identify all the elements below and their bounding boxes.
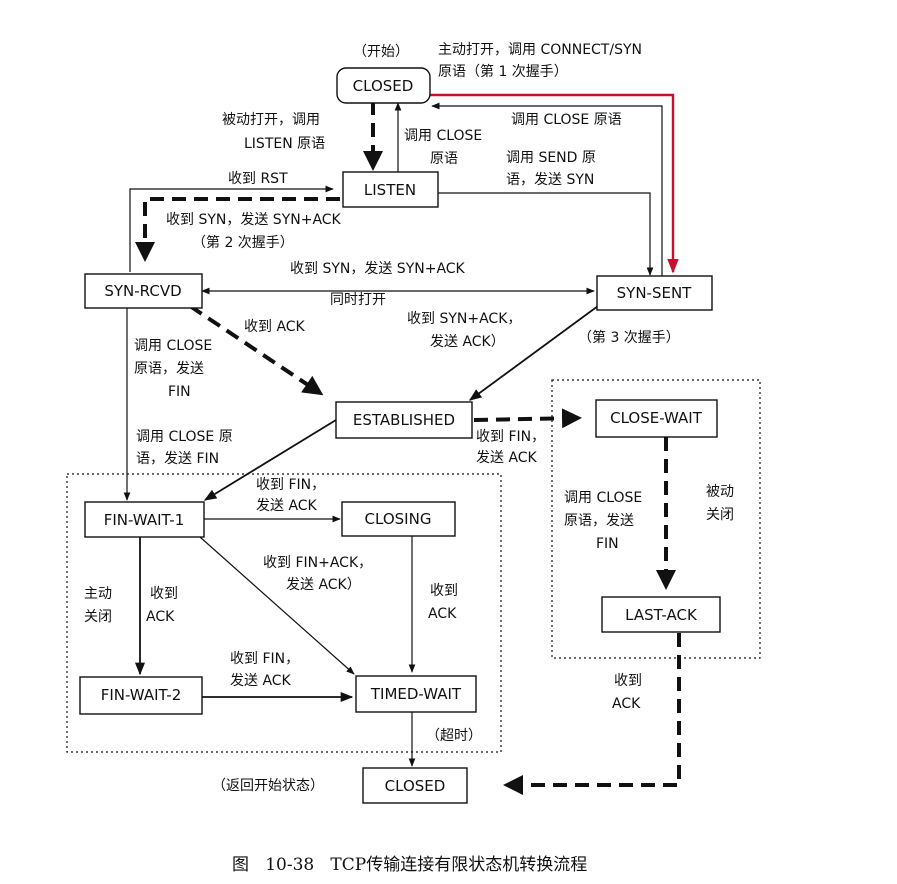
state-close-wait — [595, 399, 718, 438]
label-fw1-ack-1: 收到 — [150, 586, 178, 602]
label-synack-2: 发送 ACK） — [430, 334, 505, 350]
state-established-label: ESTABLISHED — [353, 411, 455, 429]
state-timed-wait-label: TIMED-WAIT — [370, 685, 462, 703]
edge-listen-send — [438, 192, 654, 276]
state-listen-label: LISTEN — [364, 181, 416, 199]
edge-active-open — [430, 93, 679, 274]
label-est-close-2: 语，发送 FIN — [136, 451, 219, 467]
edge-rcvd-established — [188, 304, 324, 396]
label-fw2-fin-2: 发送 ACK — [230, 673, 292, 689]
state-established — [335, 401, 473, 439]
label-est-fin-2: 发送 ACK — [476, 450, 538, 466]
edge-established-finwait1 — [203, 419, 337, 501]
label-timeout: （超时） — [426, 728, 482, 744]
state-syn-rcvd — [84, 273, 203, 309]
label-rst: 收到 RST — [228, 171, 288, 187]
label-synack-1: 收到 SYN+ACK， — [407, 311, 521, 327]
state-closed-bottom — [362, 767, 468, 804]
state-close-wait-label: CLOSE-WAIT — [610, 409, 703, 427]
label-closing-ack-2: ACK — [428, 606, 457, 622]
state-timed-wait — [355, 675, 477, 713]
label-passive-open-2: LISTEN 原语 — [244, 136, 325, 152]
state-closed-bottom-label: CLOSED — [385, 777, 446, 795]
edge-synsent-close — [431, 102, 663, 276]
state-fin-wait-1 — [84, 501, 205, 538]
label-listen-close-2: 原语 — [430, 151, 458, 167]
state-closing-label: CLOSING — [365, 510, 432, 528]
label-active-close-1: 主动 — [84, 586, 112, 602]
label-closing-ack-1: 收到 — [430, 583, 458, 599]
label-third: （第 3 次握手） — [578, 329, 680, 346]
label-send-2: 语，发送 SYN — [506, 172, 594, 188]
label-est-close-1: 调用 CLOSE 原 — [136, 429, 233, 445]
state-closing — [341, 501, 456, 537]
state-closed-top — [336, 67, 431, 104]
label-fw1-ack-2: ACK — [146, 609, 175, 625]
label-return-start: （返回开始状态） — [212, 778, 324, 794]
label-rcv-syn-2: （第 2 次握手） — [192, 234, 294, 251]
passive-close-region — [551, 379, 761, 659]
state-fin-wait-2 — [79, 676, 203, 715]
state-fin-wait-2-label: FIN-WAIT-2 — [101, 686, 182, 704]
label-active-open-2: 原语（第 1 次握手） — [438, 63, 568, 80]
label-rcv-syn-1: 收到 SYN，发送 SYN+ACK — [166, 212, 342, 228]
label-active-open-1: 主动打开，调用 CONNECT/SYN — [438, 41, 642, 58]
state-fin-wait-1-label: FIN-WAIT-1 — [104, 511, 185, 529]
state-listen — [342, 171, 439, 208]
label-est-fin-1: 收到 FIN， — [476, 429, 545, 445]
edge-established-closewait — [473, 408, 582, 429]
label-rcv-ack: 收到 ACK — [244, 319, 306, 335]
label-simul-1: 收到 SYN，发送 SYN+ACK — [290, 261, 466, 277]
label-fw1-fin-2: 发送 ACK — [256, 498, 318, 514]
label-cw-close-3: FIN — [596, 536, 619, 552]
label-finack-1: 收到 FIN+ACK， — [263, 555, 372, 571]
state-syn-rcvd-label: SYN-RCVD — [104, 282, 181, 300]
figure-caption: 图 10-38 TCP传输连接有限状态机转换流程 — [232, 855, 587, 875]
label-fw2-fin-1: 收到 FIN， — [230, 651, 299, 667]
state-last-ack — [601, 596, 721, 633]
edge-finwait1-timedwait — [199, 536, 355, 675]
label-lastack-ack-2: ACK — [612, 696, 641, 712]
state-last-ack-label: LAST-ACK — [625, 606, 698, 624]
label-start: （开始） — [353, 44, 409, 60]
label-passive-open-1: 被动打开，调用 — [222, 111, 320, 128]
label-listen-close-1: 调用 CLOSE — [404, 128, 482, 144]
edge-sent-established — [468, 305, 599, 401]
label-passive-close-2: 关闭 — [706, 507, 734, 523]
state-syn-sent — [596, 275, 713, 311]
label-lastack-ack-1: 收到 — [614, 673, 642, 689]
label-cw-close-1: 调用 CLOSE — [564, 490, 642, 506]
active-close-region — [66, 473, 502, 753]
label-fw1-fin-1: 收到 FIN， — [256, 477, 325, 493]
label-synsent-close: 调用 CLOSE 原语 — [511, 112, 622, 128]
label-passive-close-1: 被动 — [706, 484, 734, 500]
edge-lastack-closed — [503, 633, 681, 795]
label-rcvd-close-2: 原语，发送 — [134, 361, 204, 377]
label-active-close-2: 关闭 — [84, 609, 112, 625]
label-rcvd-close-3: FIN — [168, 384, 191, 400]
state-syn-sent-label: SYN-SENT — [617, 284, 693, 302]
state-closed-top-label: CLOSED — [353, 77, 414, 95]
label-simul-2: 同时打开 — [330, 291, 386, 308]
label-rcvd-close-1: 调用 CLOSE — [134, 338, 212, 354]
label-send-1: 调用 SEND 原 — [506, 150, 596, 166]
label-cw-close-2: 原语，发送 — [564, 513, 634, 529]
edge-rst — [129, 185, 334, 272]
label-finack-2: 发送 ACK） — [286, 577, 361, 593]
